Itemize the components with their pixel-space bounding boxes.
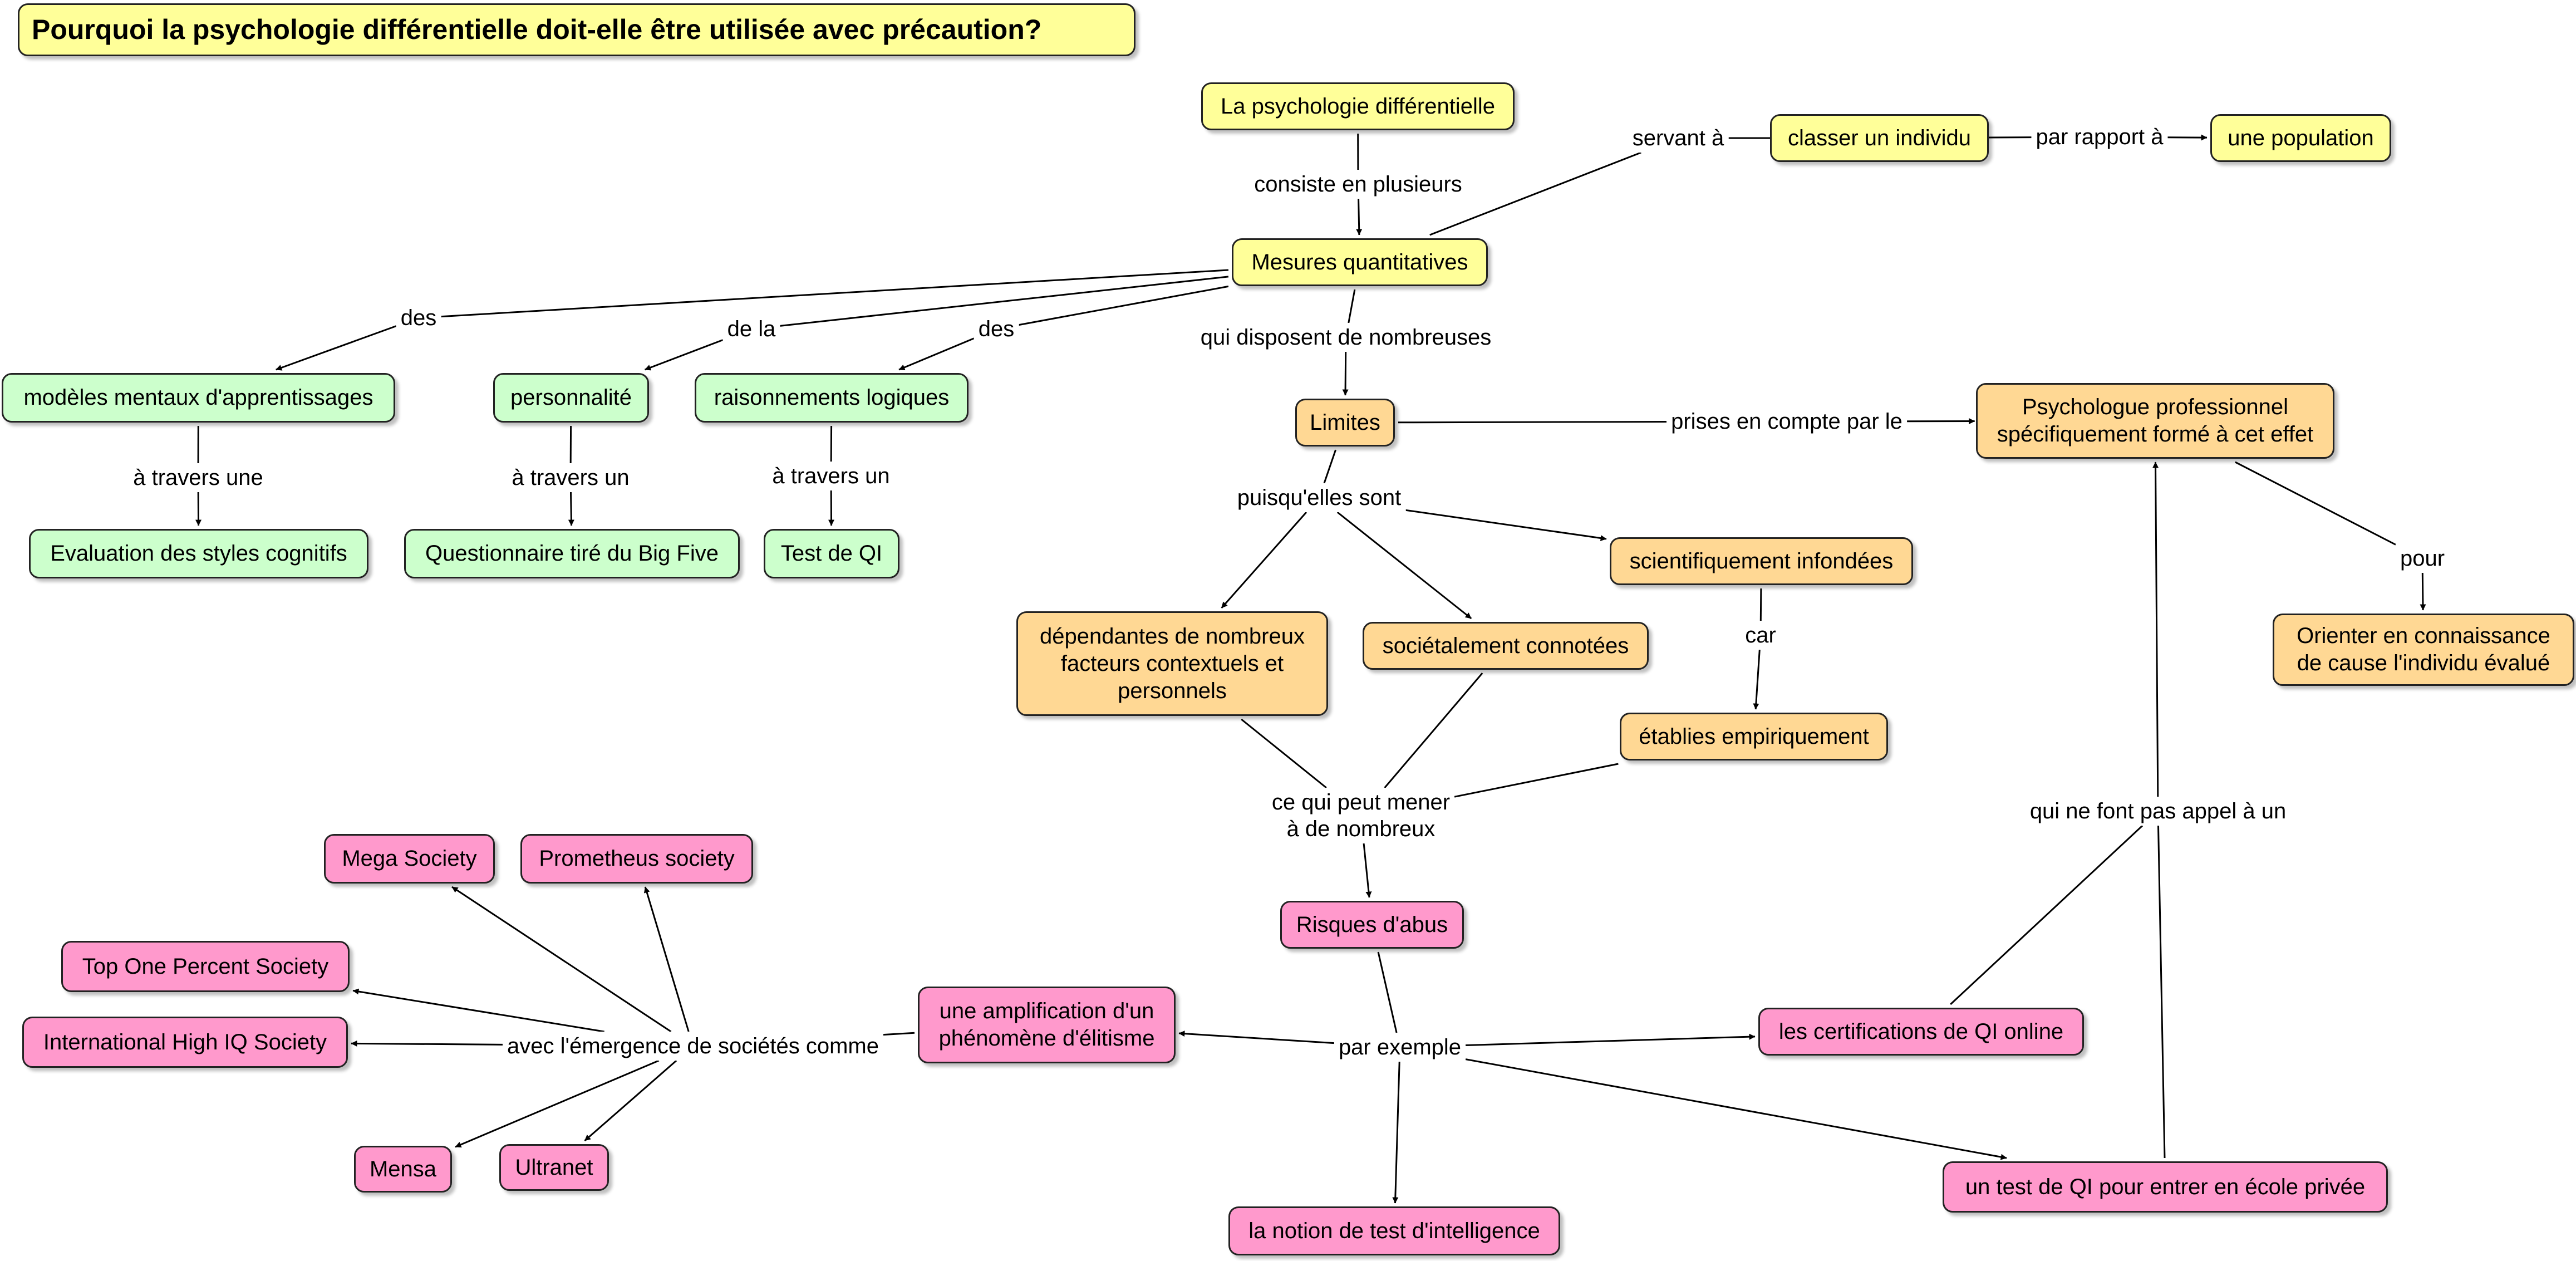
link-consiste-en-plusieurs: consiste en plusieurs: [1250, 170, 1467, 199]
concept-international-high-iq-society: International High IQ Society: [22, 1017, 348, 1068]
link-a-travers-un-big-five: à travers un: [507, 463, 634, 492]
concept-evaluation-styles-cognitifs: Evaluation des styles cognitifs: [29, 529, 368, 578]
concept-mesures-quantitatives: Mesures quantitatives: [1232, 238, 1488, 286]
connection-ecole-to-l_appel: [2157, 825, 2166, 1159]
connection-l_des1-to-modeles: [276, 325, 397, 371]
connection-l_emergence-to-ultranet: [584, 1059, 677, 1142]
concept-certifications-qi-online: les certifications de QI online: [1758, 1008, 2084, 1056]
connection-l_puisque-to-dependantes: [1221, 512, 1307, 609]
connection-limites-to-l_puisque: [1323, 449, 1337, 484]
link-a-travers-un-qi: à travers un: [768, 462, 894, 490]
concept-orienter-individu: Orienter en connaissance de cause l'indi…: [2273, 614, 2574, 686]
connection-l_exemple-to-certif: [1466, 1033, 1756, 1046]
concept-prometheus-society: Prometheus society: [520, 834, 753, 884]
link-avec-l-emergence: avec l'émergence de sociétés comme: [503, 1032, 883, 1061]
link-a-travers-une: à travers une: [129, 463, 268, 492]
connection-mesures-to-l_des2: [1019, 285, 1229, 326]
link-qui-disposent: qui disposent de nombreuses: [1196, 323, 1496, 352]
connection-l_emergence-to-prometheus: [643, 886, 690, 1032]
connection-l_des2-to-raisonnements: [898, 337, 975, 371]
link-servant-a: servant à: [1628, 124, 1729, 153]
connection-l_dela-to-personnalite: [644, 339, 724, 371]
connection-risques-to-l_exemple: [1377, 951, 1398, 1033]
link-par-rapport-a: par rapport à: [2031, 122, 2168, 151]
link-de-la: de la: [722, 315, 780, 344]
concept-risques-d-abus: Risques d'abus: [1280, 901, 1464, 949]
concept-personnalite: personnalité: [493, 373, 649, 423]
concept-ultranet: Ultranet: [499, 1144, 609, 1191]
connection-l_emergence-to-mensa: [455, 1059, 660, 1148]
connection-l_emergence-to-ihiq: [351, 1040, 503, 1047]
concept-societalement-connotees: sociétalement connotées: [1363, 622, 1649, 670]
concept-raisonnements-logiques: raisonnements logiques: [695, 373, 969, 423]
link-ce-qui-peut-mener: ce qui peut mener à de nombreux: [1267, 788, 1455, 843]
connection-mesures-to-l_dela: [780, 276, 1229, 327]
concept-limites: Limites: [1295, 399, 1395, 446]
concept-scientifiquement-infondees: scientifiquement infondées: [1610, 537, 1913, 585]
connection-societal-to-l_mener: [1384, 673, 1483, 788]
concept-test-de-qi: Test de QI: [764, 529, 899, 578]
connection-mesures-to-l_disposent: [1348, 289, 1356, 323]
connection-l_mener-to-risques: [1363, 843, 1372, 898]
concept-une-population: une population: [2210, 114, 2391, 162]
connection-l_emergence-to-mega: [451, 886, 672, 1033]
concept-psychologue-professionnel: Psychologue professionnel spécifiquement…: [1976, 383, 2334, 459]
connection-etablies-to-l_mener: [1454, 763, 1619, 798]
link-des-modeles: des: [396, 303, 441, 332]
connection-mesures-to-l_des1: [441, 269, 1229, 318]
link-pour: pour: [2395, 544, 2450, 573]
connection-l_exemple-to-notion: [1392, 1061, 1400, 1204]
concept-top-one-percent-society: Top One Percent Society: [61, 941, 350, 992]
map-title: Pourquoi la psychologie différentielle d…: [18, 3, 1135, 56]
concept-test-qi-ecole-privee: un test de QI pour entrer en école privé…: [1943, 1161, 2388, 1213]
connection-l_exemple-to-amplification: [1178, 1031, 1334, 1044]
connection-l_appel-to-psychopro: [2152, 462, 2159, 797]
link-puisqu-elles-sont: puisqu'elles sont: [1232, 483, 1406, 512]
concept-dependantes-facteurs: dépendantes de nombreux facteurs context…: [1016, 611, 1328, 716]
concept-mensa: Mensa: [354, 1146, 452, 1193]
connection-mesures-to-l_servant: [1429, 151, 1641, 236]
connection-l_car-to-etablies: [1753, 649, 1761, 710]
connection-limites-to-l_prises: [1398, 421, 1667, 424]
connection-certif-to-l_appel: [1950, 825, 2144, 1005]
link-par-exemple: par exemple: [1334, 1033, 1466, 1062]
connection-l_pour-to-orienter: [2420, 572, 2426, 611]
connection-l_trav2-to-bigfive: [568, 492, 574, 526]
concept-amplification-elitisme: une amplification d'un phénomène d'éliti…: [918, 987, 1176, 1063]
concept-questionnaire-big-five: Questionnaire tiré du Big Five: [404, 529, 740, 578]
connection-dependantes-to-l_mener: [1241, 718, 1327, 789]
connection-l_disposent-to-limites: [1342, 351, 1349, 396]
concept-mega-society: Mega Society: [324, 834, 495, 884]
connection-psychopro-to-l_pour: [2235, 461, 2396, 546]
connection-l_puisque-to-societal: [1336, 511, 1472, 620]
connection-l_puisque-to-scientif: [1405, 509, 1607, 541]
concept-classer-un-individu: classer un individu: [1770, 114, 1989, 162]
link-qui-ne-font-pas-appel: qui ne font pas appel à un: [2025, 797, 2291, 826]
connection-l_emergence-to-topone: [352, 988, 604, 1033]
concept-modeles-mentaux: modèles mentaux d'apprentissages: [2, 373, 395, 423]
concept-psychologie-differentielle: La psychologie différentielle: [1201, 82, 1515, 130]
link-des-raisonnements: des: [974, 315, 1019, 344]
link-prises-en-compte: prises en compte par le: [1666, 407, 1907, 436]
connection-l_exemple-to-ecole: [1465, 1058, 2007, 1160]
concept-notion-test-intelligence: la notion de test d'intelligence: [1228, 1206, 1560, 1255]
link-car: car: [1741, 621, 1781, 650]
concept-etablies-empiriquement: établies empiriquement: [1620, 713, 1888, 760]
